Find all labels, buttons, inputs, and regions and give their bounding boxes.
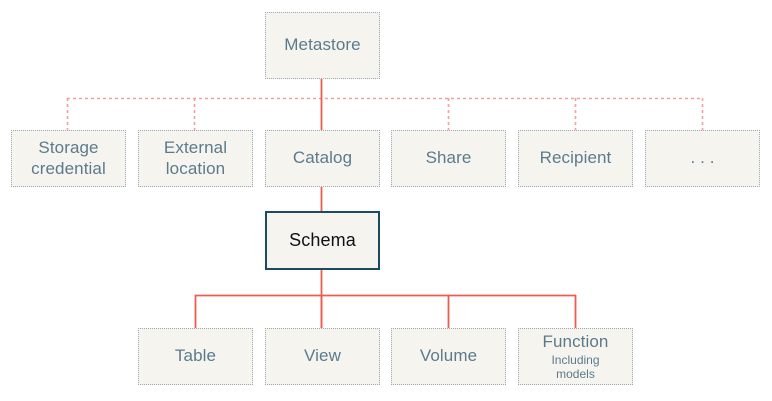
- node-share[interactable]: Share: [391, 130, 506, 187]
- node-volume-label: Volume: [419, 346, 478, 366]
- node-storage-credential-label: Storage credential: [31, 138, 106, 178]
- node-table[interactable]: Table: [138, 328, 253, 385]
- node-catalog-label: Catalog: [292, 148, 353, 168]
- node-external-location-label: External location: [163, 138, 228, 178]
- node-metastore[interactable]: Metastore: [265, 12, 380, 79]
- node-storage-credential[interactable]: Storage credential: [11, 130, 126, 187]
- node-schema[interactable]: Schema: [265, 211, 380, 270]
- node-catalog[interactable]: Catalog: [265, 130, 380, 187]
- node-share-label: Share: [425, 148, 472, 168]
- metastore-child-edges: [66, 97, 704, 130]
- node-function[interactable]: Function Including models: [518, 328, 633, 385]
- node-recipient-label: Recipient: [539, 148, 612, 168]
- node-schema-label: Schema: [289, 229, 356, 250]
- node-more[interactable]: . . .: [645, 130, 760, 187]
- node-function-sublabel: Including models: [551, 352, 600, 382]
- schema-child-edges: [194, 270, 577, 328]
- node-function-label: Function: [542, 331, 609, 351]
- node-volume[interactable]: Volume: [391, 328, 506, 385]
- node-table-label: Table: [174, 346, 217, 366]
- node-view-label: View: [304, 346, 341, 366]
- node-recipient[interactable]: Recipient: [518, 130, 633, 187]
- node-metastore-label: Metastore: [284, 35, 361, 55]
- node-more-label: . . .: [690, 148, 715, 168]
- node-view[interactable]: View: [265, 328, 380, 385]
- node-external-location[interactable]: External location: [138, 130, 253, 187]
